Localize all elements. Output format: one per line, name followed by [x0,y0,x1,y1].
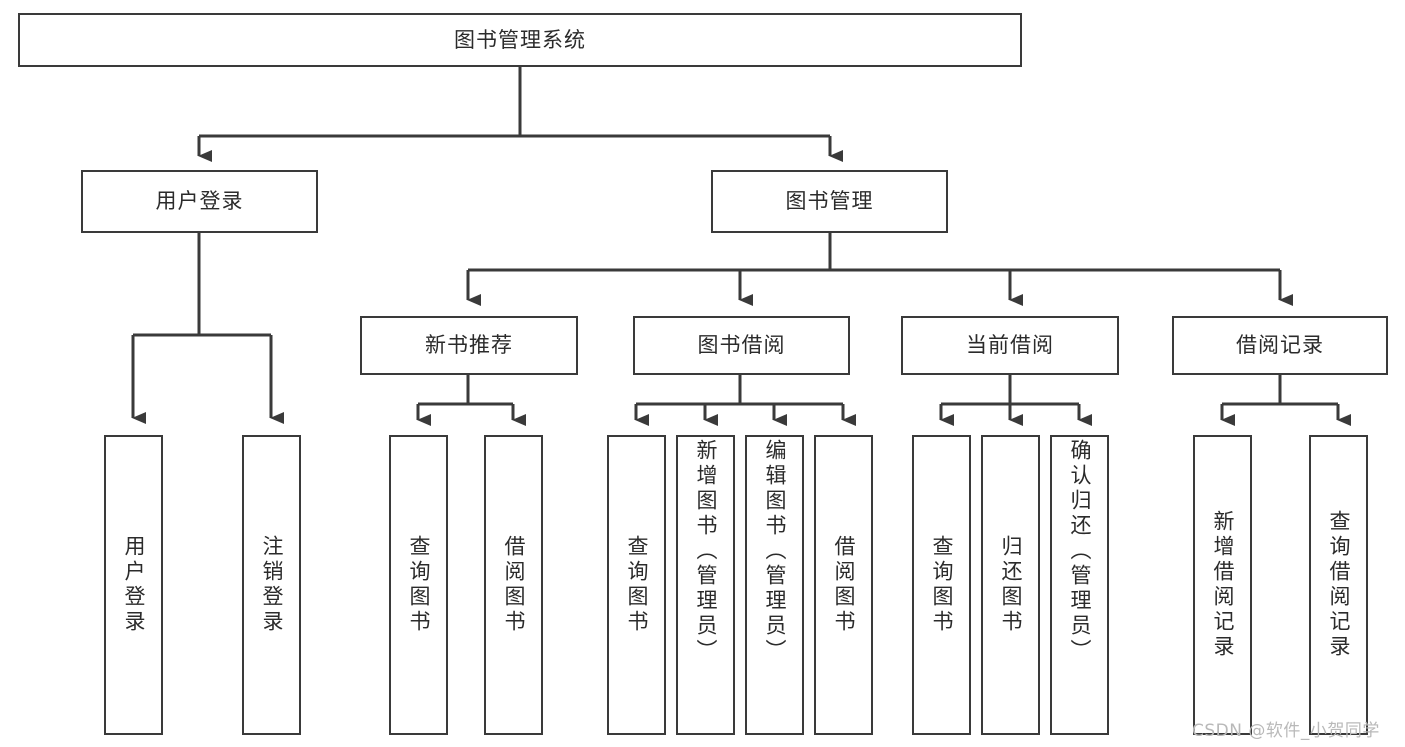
node-leaf-borrow-book[interactable]: 借阅图书 [814,435,873,735]
node-label: 借阅图书 [832,535,856,635]
node-label: 图书管理 [785,189,874,214]
node-leaf-logout-login[interactable]: 注销登录 [242,435,301,735]
node-leaf-query-book-recommend[interactable]: 查询图书 [389,435,448,735]
node-label: 新书推荐 [425,333,513,358]
node-label: 借阅图书 [502,535,526,635]
watermark-text: CSDN @软件_小贺同学 [1192,721,1380,741]
node-leaf-user-login[interactable]: 用户登录 [104,435,163,735]
node-label: 查询图书 [625,535,649,635]
node-label: 借阅记录 [1236,333,1324,358]
node-root-book-management-system[interactable]: 图书管理系统 [18,13,1022,67]
node-label: 用户登录 [155,189,244,214]
node-leaf-add-book-admin[interactable]: 新增图书（管理员） [676,435,735,735]
node-leaf-borrow-book-recommend[interactable]: 借阅图书 [484,435,543,735]
node-book-borrow[interactable]: 图书借阅 [633,316,850,375]
node-leaf-return-book[interactable]: 归还图书 [981,435,1040,735]
node-leaf-add-borrow-record[interactable]: 新增借阅记录 [1193,435,1252,735]
node-label: 确认归还（管理员） [1068,439,1092,664]
node-current-borrow[interactable]: 当前借阅 [901,316,1119,375]
node-leaf-edit-book-admin[interactable]: 编辑图书（管理员） [745,435,804,735]
node-label: 新增图书（管理员） [694,439,718,664]
node-label: 新增借阅记录 [1211,510,1235,660]
node-label: 当前借阅 [966,333,1054,358]
node-label: 归还图书 [999,535,1023,635]
node-label: 编辑图书（管理员） [763,439,787,664]
node-label: 查询图书 [930,535,954,635]
node-leaf-query-borrow-record[interactable]: 查询借阅记录 [1309,435,1368,735]
node-label: 图书借阅 [697,333,786,358]
node-label: 用户登录 [122,535,146,635]
node-label: 注销登录 [260,535,284,635]
node-user-login[interactable]: 用户登录 [81,170,318,233]
node-borrow-record[interactable]: 借阅记录 [1172,316,1388,375]
node-label: 查询图书 [407,535,431,635]
node-new-book-recommend[interactable]: 新书推荐 [360,316,578,375]
node-leaf-query-book-current[interactable]: 查询图书 [912,435,971,735]
node-leaf-query-book-borrow[interactable]: 查询图书 [607,435,666,735]
node-label: 图书管理系统 [454,27,586,52]
node-label: 查询借阅记录 [1327,510,1351,660]
node-book-management[interactable]: 图书管理 [711,170,948,233]
node-leaf-confirm-return-admin[interactable]: 确认归还（管理员） [1050,435,1109,735]
